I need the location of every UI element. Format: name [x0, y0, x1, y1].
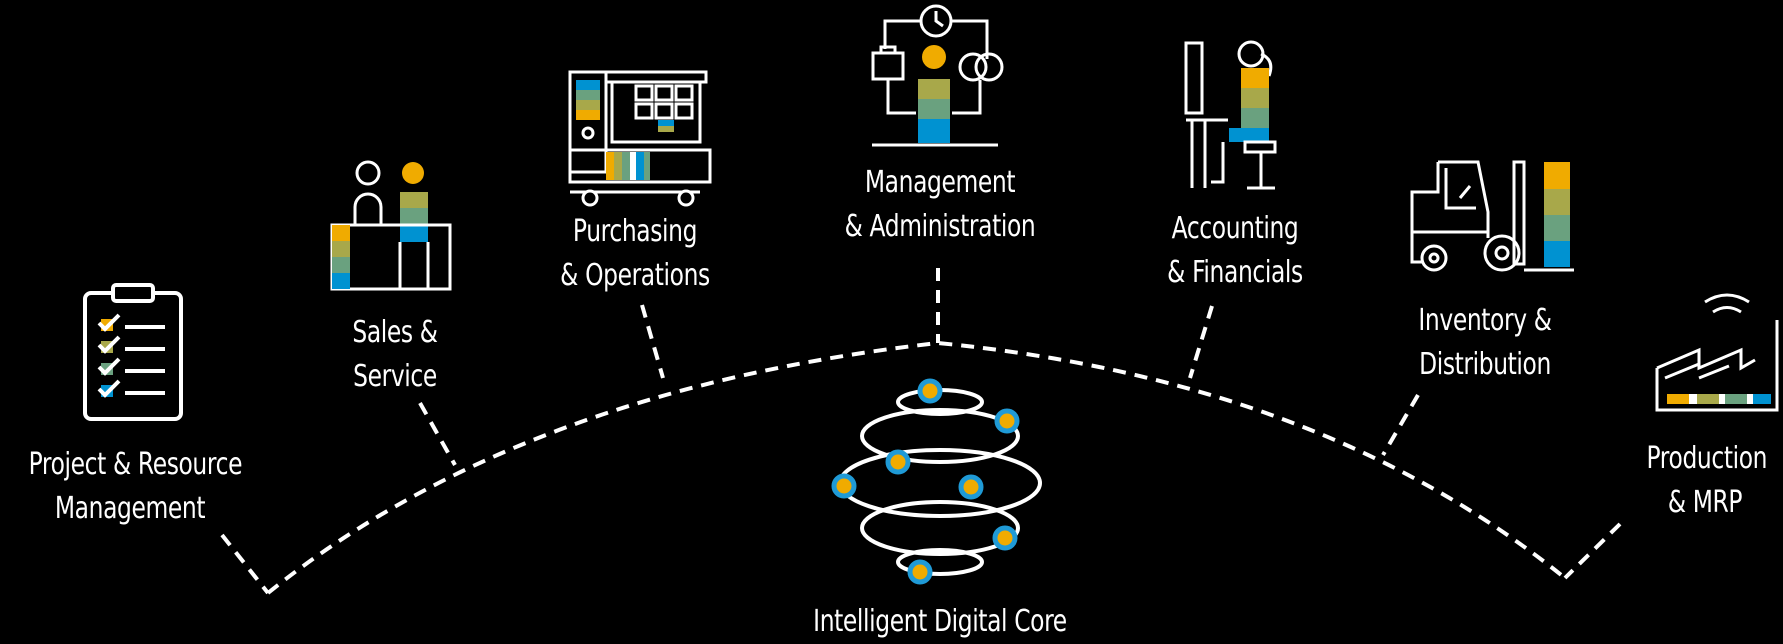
shop-cart-icon: [568, 70, 712, 207]
connector-production: [1563, 522, 1622, 580]
person-desk-icon: [1184, 40, 1277, 190]
label-core: Intelligent Digital Core: [813, 604, 1067, 639]
label-management: Management& Administration: [844, 165, 1036, 244]
person-process-icon: [871, 4, 1004, 147]
forklift-icon: [1410, 160, 1574, 272]
label-production: Production& MRP: [1646, 441, 1768, 520]
connector-purchasing: [640, 304, 665, 379]
connector-sales: [418, 402, 457, 466]
label-purchasing: Purchasing& Operations: [560, 214, 710, 293]
people-counter-icon: [330, 160, 452, 291]
label-accounting: Accounting& Financials: [1167, 211, 1303, 290]
label-inventory: Inventory &Distribution: [1418, 303, 1552, 382]
label-sales: Sales &Service: [352, 315, 438, 394]
factory-icon: [1655, 293, 1779, 412]
connector-accounting: [1188, 305, 1214, 379]
connector-inventory: [1381, 393, 1420, 457]
clipboard-checklist-icon: [83, 283, 183, 421]
core-arc: [266, 340, 1567, 595]
globe-orbit-icon: [831, 378, 1042, 585]
connector-project: [220, 533, 270, 595]
connector-lines: [220, 268, 1622, 595]
